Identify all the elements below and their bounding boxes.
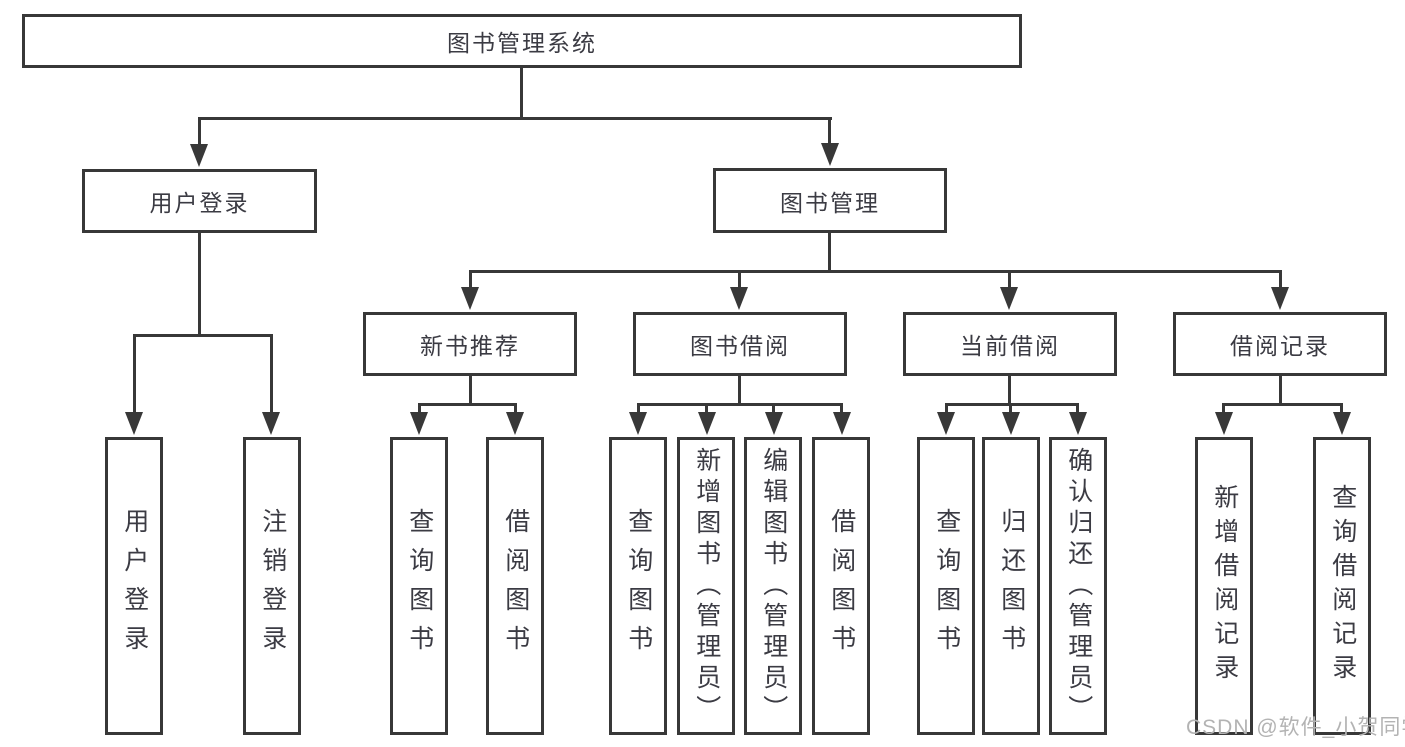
leaf-query-books: 查询图书 [609,437,667,735]
arrow-down-icon [125,412,143,435]
node-label: 查询图书 [932,508,961,664]
node-current-borrow: 当前借阅 [903,312,1117,376]
node-borrow-records: 借阅记录 [1173,312,1387,376]
node-label: 用户登录 [120,508,149,664]
arrow-down-icon [461,287,479,310]
arrow-down-icon [410,412,428,435]
connector-line [1076,403,1079,415]
leaf-borrow-books: 借阅图书 [812,437,870,735]
connector-line [133,334,273,337]
connector-line [1279,270,1282,290]
arrow-down-icon [1002,412,1020,435]
leaf-add-borrow-record: 新增借阅记录 [1195,437,1253,735]
arrow-down-icon [765,412,783,435]
connector-line [198,117,832,120]
arrow-down-icon [190,144,208,167]
leaf-user-login: 用户登录 [105,437,163,735]
node-book-management: 图书管理 [713,168,947,233]
leaf-logout: 注销登录 [243,437,301,735]
connector-line [945,403,948,415]
node-new-book-recommend: 新书推荐 [363,312,577,376]
arrow-down-icon [1069,412,1087,435]
node-label: 用户登录 [149,190,250,216]
arrow-down-icon [1215,412,1233,435]
node-user-login: 用户登录 [82,169,317,233]
node-label: 当前借阅 [960,333,1060,359]
connector-line [418,403,517,406]
node-label: 新书推荐 [420,333,520,359]
arrow-down-icon [1000,287,1018,310]
connector-line [828,231,831,273]
leaf-borrow-books: 借阅图书 [486,437,544,735]
node-label: 借阅记录 [1230,333,1330,359]
connector-line [945,403,1079,406]
node-label: 查询图书 [405,508,434,664]
connector-line [198,231,201,337]
leaf-return-books: 归还图书 [982,437,1040,735]
arrow-down-icon [698,412,716,435]
node-label: 借阅图书 [827,508,856,664]
leaf-query-books: 查询图书 [917,437,975,735]
node-label: 借阅图书 [501,508,530,664]
connector-line [1279,374,1282,406]
node-label: 图书借阅 [690,333,790,359]
node-label: 编辑图书（管理员） [759,446,788,726]
arrow-down-icon [730,287,748,310]
connector-line [133,334,136,415]
connector-line [1009,403,1012,415]
node-label: 新增借阅记录 [1210,484,1239,688]
connector-line [840,403,843,415]
arrow-down-icon [937,412,955,435]
connector-line [637,403,640,415]
connector-line [1008,270,1011,290]
connector-line [469,270,1282,273]
connector-line [1222,403,1343,406]
connector-line [738,270,741,290]
arrow-down-icon [262,412,280,435]
connector-line [828,117,831,146]
connector-line [514,403,517,415]
node-book-borrow: 图书借阅 [633,312,847,376]
connector-line [469,374,472,406]
connector-line [1340,403,1343,415]
arrow-down-icon [629,412,647,435]
connector-line [418,403,421,415]
connector-line [198,117,201,147]
watermark: CSDN @软件_小贺同学 [1186,716,1405,739]
leaf-add-books-admin: 新增图书（管理员） [677,437,735,735]
node-label: 查询借阅记录 [1328,484,1357,688]
node-label: 归还图书 [997,508,1026,664]
arrow-down-icon [1333,412,1351,435]
connector-line [1008,374,1011,406]
arrow-down-icon [1271,287,1289,310]
arrow-down-icon [833,412,851,435]
node-book-management-system: 图书管理系统 [22,14,1022,68]
node-label: 查询图书 [624,508,653,664]
connector-line [705,403,708,415]
node-label: 新增图书（管理员） [692,446,721,726]
leaf-edit-books-admin: 编辑图书（管理员） [744,437,802,735]
leaf-query-borrow-record: 查询借阅记录 [1313,437,1371,735]
connector-line [738,374,741,406]
arrow-down-icon [506,412,524,435]
node-label: 确认归还（管理员） [1064,446,1093,726]
connector-line [270,334,273,415]
connector-line [469,270,472,290]
connector-line [1222,403,1225,415]
node-label: 图书管理系统 [447,30,597,56]
connector-line [520,66,523,119]
leaf-confirm-return-admin: 确认归还（管理员） [1049,437,1107,735]
connector-line [637,403,843,406]
connector-line [772,403,775,415]
leaf-query-books: 查询图书 [390,437,448,735]
node-label: 注销登录 [258,508,287,664]
arrow-down-icon [821,143,839,166]
node-label: 图书管理 [780,189,880,216]
